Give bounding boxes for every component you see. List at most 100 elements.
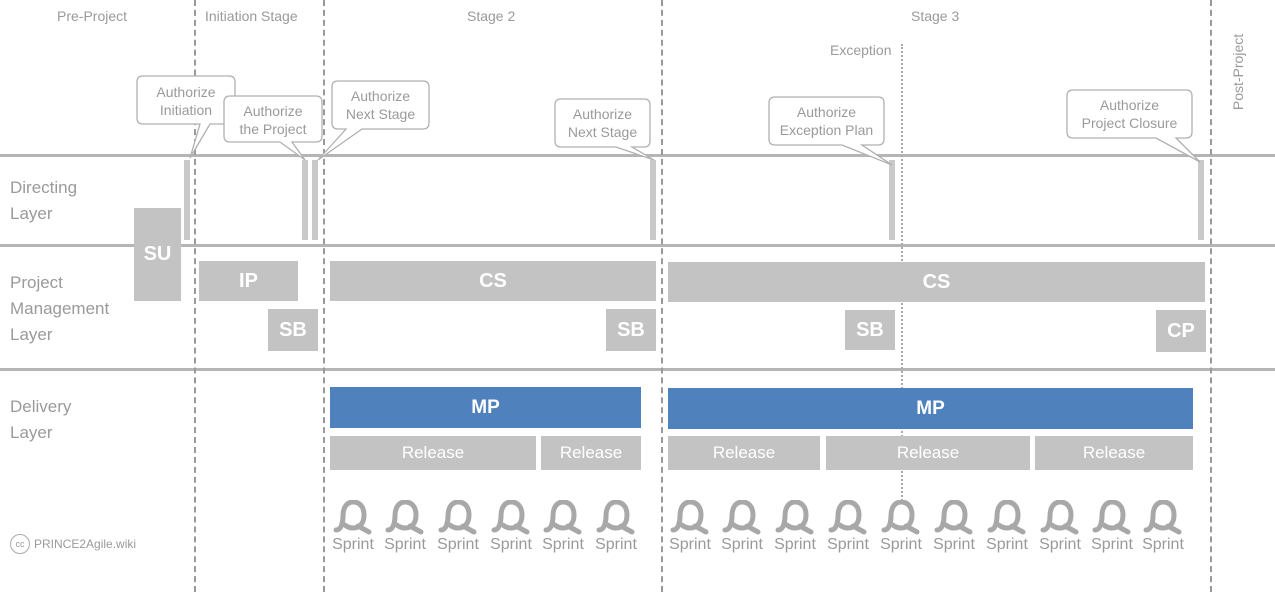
callout-authorize-initiation: Authorize Initiation: [156, 84, 216, 118]
watermark-text: PRINCE2Agile.wiki: [34, 537, 137, 551]
process-mp-2: MP: [668, 388, 1193, 429]
release-1: Release: [330, 436, 536, 470]
boundary-pre-initiation: [194, 0, 196, 592]
sprint-label: Sprint: [880, 536, 922, 553]
sprint-label: Sprint: [721, 536, 763, 553]
sprint-8: Sprint: [716, 500, 768, 560]
sprint-loop-icon: [934, 500, 973, 535]
sprint-4: Sprint: [485, 500, 537, 560]
callout-closure-shape: [1066, 89, 1201, 163]
process-sb-3: SB: [845, 310, 895, 350]
layer-delivery: Delivery Layer: [10, 397, 72, 442]
process-mp-1: MP: [330, 387, 641, 428]
exception-label: Exception: [830, 42, 892, 58]
process-ip: IP: [199, 261, 298, 301]
layer-directing: Directing Layer: [10, 178, 78, 223]
sprint-9: Sprint: [769, 500, 821, 560]
callout-shapes: [136, 75, 1201, 166]
directing-top-line: [0, 154, 1275, 157]
stage-label-initiation: Initiation Stage: [205, 8, 298, 24]
process-cs-1: CS: [330, 261, 656, 301]
sprint-label: Sprint: [542, 536, 584, 553]
sprint-2: Sprint: [379, 500, 431, 560]
sprint-label: Sprint: [332, 536, 374, 553]
boundary-stage2-stage3: [661, 0, 663, 592]
directing-bar-initiation: [184, 160, 190, 240]
cc-icon: cc: [10, 534, 30, 554]
directing-bottom-line: [0, 244, 1275, 247]
sprint-loop-icon: [670, 500, 709, 535]
sprint-loop-icon: [596, 500, 635, 535]
sprint-loop-icon: [1092, 500, 1131, 535]
process-cp: CP: [1156, 310, 1206, 352]
sprint-loop-icon: [722, 500, 761, 535]
directing-bar-exception: [889, 160, 895, 240]
sprint-7: Sprint: [664, 500, 716, 560]
sprint-label: Sprint: [1039, 536, 1081, 553]
sprint-loop-icon: [881, 500, 920, 535]
sprint-5: Sprint: [537, 500, 589, 560]
sprint-label: Sprint: [595, 536, 637, 553]
management-bottom-line: [0, 368, 1275, 371]
sprint-label: Sprint: [933, 536, 975, 553]
callout-authorize-project-shape: [223, 95, 323, 161]
process-sb-2: SB: [606, 309, 656, 351]
release-2: Release: [541, 436, 641, 470]
sprint-loop-icon: [987, 500, 1026, 535]
sprint-loop-icon: [775, 500, 814, 535]
release-3: Release: [668, 436, 820, 470]
sprint-10: Sprint: [822, 500, 874, 560]
callout-authorize-exception-plan: Authorize Exception Plan: [779, 104, 874, 138]
sprint-1: Sprint: [327, 500, 379, 560]
callout-next-stage-2-shape: [554, 98, 655, 161]
sprint-6: Sprint: [590, 500, 642, 560]
layer-project-management: Project Management Layer: [10, 273, 110, 344]
callout-authorize-next-stage-1: Authorize Next Stage: [345, 88, 416, 122]
directing-bar-project: [302, 160, 308, 240]
callout-authorize-project: Authorize the Project: [239, 103, 307, 137]
sprint-label: Sprint: [669, 536, 711, 553]
sprint-13: Sprint: [981, 500, 1033, 560]
callout-authorize-initiation-shape: [136, 75, 236, 159]
sprint-label: Sprint: [1142, 536, 1184, 553]
sprint-14: Sprint: [1034, 500, 1086, 560]
sprint-16: Sprint: [1137, 500, 1189, 560]
sprint-label: Sprint: [437, 536, 479, 553]
sprint-loop-icon: [543, 500, 582, 535]
sprint-loop-icon: [438, 500, 477, 535]
sprint-loop-icon: [491, 500, 530, 535]
stage-label-pre-project: Pre-Project: [57, 8, 128, 24]
process-cs-2: CS: [668, 262, 1205, 302]
sprint-11: Sprint: [875, 500, 927, 560]
sprint-loop-icon: [333, 500, 372, 535]
sprint-loop-icon: [828, 500, 867, 535]
sprint-15: Sprint: [1086, 500, 1138, 560]
callout-authorize-next-stage-2: Authorize Next Stage: [567, 106, 638, 140]
sprint-loop-icon: [385, 500, 424, 535]
release-4: Release: [826, 436, 1030, 470]
callout-exception-plan-shape: [768, 96, 893, 166]
sprint-label: Sprint: [1091, 536, 1133, 553]
boundary-initiation-stage2: [323, 0, 325, 592]
directing-bar-next-stage-2: [650, 160, 656, 240]
stage-label-stage-3: Stage 3: [911, 8, 960, 24]
callout-next-stage-1-shape: [317, 80, 430, 161]
process-su: SU: [134, 208, 181, 301]
sprint-label: Sprint: [986, 536, 1028, 553]
sprint-3: Sprint: [432, 500, 484, 560]
sprint-label: Sprint: [490, 536, 532, 553]
watermark: cc PRINCE2Agile.wiki: [10, 534, 136, 554]
sprint-label: Sprint: [774, 536, 816, 553]
sprint-loop-icon: [1143, 500, 1182, 535]
directing-bar-next-stage-1: [312, 160, 318, 240]
sprint-12: Sprint: [928, 500, 980, 560]
sprint-label: Sprint: [827, 536, 869, 553]
sprint-loop-icon: [1040, 500, 1079, 535]
stage-label-stage-2: Stage 2: [467, 8, 516, 24]
callout-authorize-closure: Authorize Project Closure: [1081, 97, 1178, 131]
process-sb-1: SB: [268, 309, 318, 351]
sprint-label: Sprint: [384, 536, 426, 553]
release-5: Release: [1035, 436, 1193, 470]
boundary-stage3-post: [1210, 0, 1212, 592]
directing-bar-closure: [1198, 160, 1204, 240]
